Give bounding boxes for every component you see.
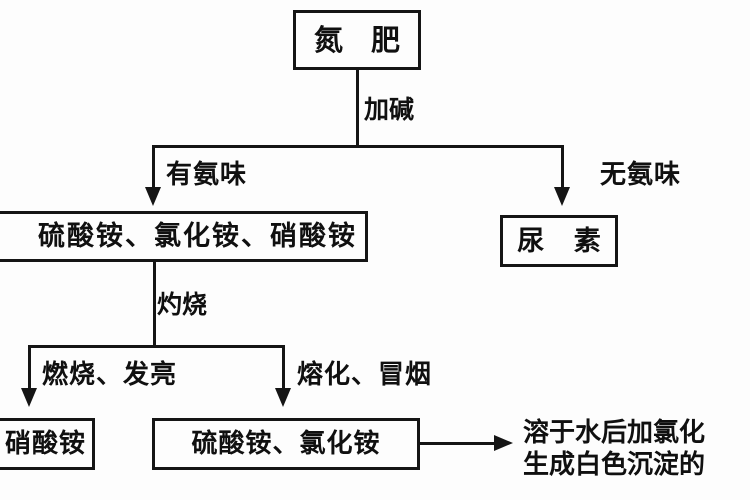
node-ammonium-salts-label: 硫酸铵、氯化铵、硝酸铵 <box>38 221 357 252</box>
connector-right-drop-bottom <box>282 345 285 390</box>
node-ammonium-nitrate-label: 硝酸铵 <box>4 429 86 459</box>
arrowhead-right-bottom <box>275 388 291 407</box>
edge-label-melts-smokes: 熔化、冒烟 <box>297 360 433 390</box>
node-ammonium-nitrate: 硝酸铵 <box>0 418 95 470</box>
result-note-line-2: 生成白色沉淀的 <box>523 450 706 480</box>
node-urea-label: 尿 素 <box>517 225 611 257</box>
arrowhead-left-top <box>145 187 161 206</box>
connector-to-result-note <box>420 442 496 445</box>
connector-split-bar-top <box>152 145 564 148</box>
node-sulfate-chloride-label: 硫酸铵、氯化铵 <box>191 429 381 459</box>
edge-label-calcination: 灼烧 <box>157 290 208 319</box>
node-sulfate-chloride: 硫酸铵、氯化铵 <box>152 418 420 470</box>
arrowhead-left-bottom <box>21 388 37 407</box>
connector-fertilizer-stem <box>356 70 359 147</box>
connector-right-drop-top <box>561 145 564 189</box>
arrowhead-result-note <box>494 435 513 451</box>
connector-split-bar-bottom <box>28 345 285 348</box>
edge-label-no-ammonia-smell: 无氨味 <box>600 160 682 190</box>
arrowhead-right-top <box>554 187 570 206</box>
edge-label-has-ammonia-smell: 有氨味 <box>166 160 248 190</box>
node-ammonium-salts: 硫酸铵、氯化铵、硝酸铵 <box>0 211 368 262</box>
edge-label-add-alkali: 加碱 <box>364 95 415 124</box>
node-urea: 尿 素 <box>500 215 618 267</box>
connector-ammonium-stem <box>153 262 156 347</box>
connector-left-drop-bottom <box>28 345 31 390</box>
node-nitrogen-fertilizer-label: 氮 肥 <box>313 22 410 57</box>
result-note-line-1: 溶于水后加氯化 <box>523 418 706 448</box>
result-note: 溶于水后加氯化 生成白色沉淀的 <box>523 417 750 481</box>
connector-left-drop-top <box>152 145 155 189</box>
edge-label-burns-glows: 燃烧、发亮 <box>42 360 178 390</box>
node-nitrogen-fertilizer: 氮 肥 <box>293 10 421 70</box>
